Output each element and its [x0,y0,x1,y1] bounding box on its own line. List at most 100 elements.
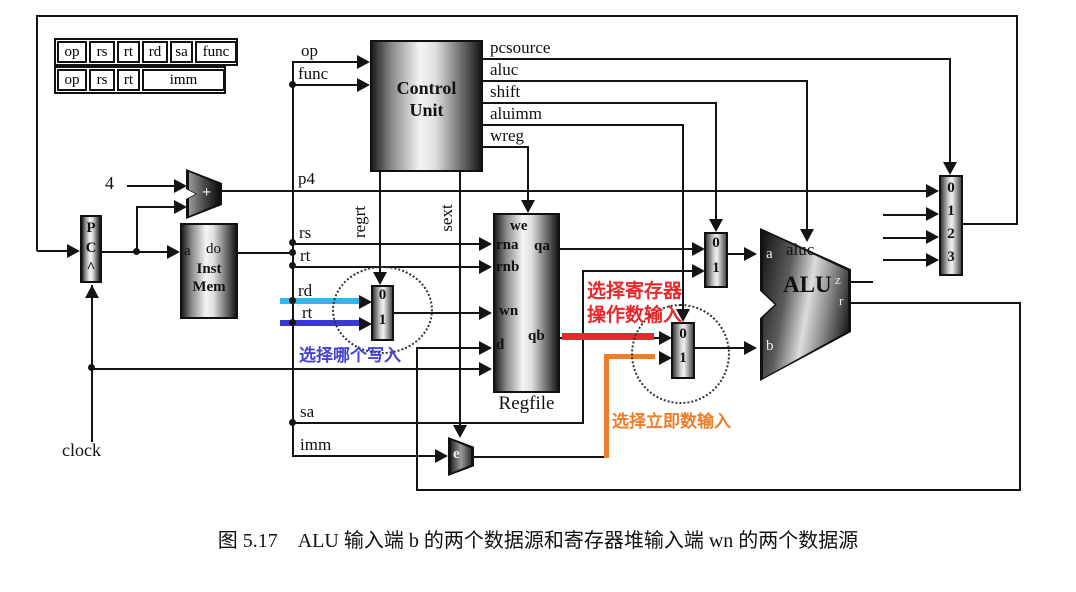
arrowhead-imm-ext [435,449,448,463]
wire-op [293,61,358,63]
arrowhead-regfile-d [479,341,492,355]
wire-func [293,84,358,86]
itype-field-imm: imm [142,69,225,91]
wire-pcsource [483,58,950,60]
wire-imm [293,455,436,457]
wire-sa-up [582,270,584,424]
arrowhead-sa-amux [692,264,705,278]
arrowhead-clock-pc [85,285,99,298]
arrowhead-pcmux-1 [926,207,939,221]
wire-pcmux-in3 [883,259,927,261]
wire-instruction-bus [292,61,294,457]
label-rs: rs [299,223,312,242]
adder-plus-sign: + [202,184,212,201]
wire-sa [293,422,584,424]
junction-rd [289,297,296,304]
arrowhead-regfile-clock [479,362,492,376]
instmem-name-line2: Mem [192,279,226,295]
arrowhead-pcmux-2 [926,230,939,244]
regfile-port-qa: qa [534,238,550,254]
arrowhead-wn [479,306,492,320]
label-op: op [301,41,318,60]
alu-port-z: z [835,272,841,287]
label-p4: p4 [298,169,315,188]
label-shift: shift [490,82,521,101]
wire-next-pc-top [37,15,1018,17]
label-rt-second: rt [302,303,313,322]
alu-a-mux-option-1: 1 [712,260,720,276]
instruction-memory [180,223,238,319]
label-rd: rd [298,281,313,300]
pc-letter-p: P [86,220,96,236]
arrowhead-func [357,78,370,92]
pc-mux-option-3: 3 [947,249,955,265]
label-aluimm: aluimm [490,104,542,123]
control-unit-name-line1: Control [396,78,457,98]
wire-pc-to-adder [137,206,175,208]
regfile-port-qb: qb [528,328,545,344]
wn-mux-highlight-circle [332,266,433,354]
junction-rt2 [289,319,296,326]
arrowhead-sext [453,425,467,438]
alu-name: ALU [783,272,832,297]
junction-rs [289,239,296,246]
wire-const4 [127,185,175,187]
instmem-name-line1: Inst [196,261,222,277]
highlight-rt-arrow [280,320,359,326]
highlight-imm-vertical [604,354,609,458]
rtype-field-rt: rt [117,41,140,63]
highlight-rd-arrow [280,298,359,304]
rtype-field-op: op [57,41,87,63]
arrowhead-pcsource [943,162,957,175]
wire-writeback-left [416,347,418,491]
wire-clock [91,285,93,442]
junction-clock [88,364,95,371]
regfile-port-wn: wn [499,303,519,319]
wire-rs [293,243,480,245]
control-unit [370,40,483,172]
arrowhead-shift [709,219,723,232]
label-pcsource: pcsource [490,38,551,57]
regfile-port-d: d [496,337,505,353]
alu-port-b: b [766,338,774,354]
junction-func [289,81,296,88]
rtype-field-rd: rd [142,41,168,63]
alu-b-mux-highlight-circle [631,304,730,404]
wire-alu-result [850,302,1021,304]
annotation-imm-input: 选择立即数输入 [612,412,731,431]
arrowhead-aluc [800,229,814,242]
control-unit-name-line2: Unit [409,100,444,120]
junction-sa [289,419,296,426]
pc-source-mux [939,175,963,276]
wire-pcmux-out [963,223,1018,225]
alu-a-select-mux [704,232,728,288]
arrowhead-pcmux-3 [926,253,939,267]
arrowhead-instmem-a [167,245,180,259]
label-rt: rt [300,246,311,265]
arrowhead-wreg [521,200,535,213]
pc-mux-option-0: 0 [947,180,955,196]
arrowhead-pcmux-0 [926,184,939,198]
rtype-field-sa: sa [170,41,193,63]
wire-next-pc-left [36,15,38,251]
wire-wreg [483,146,528,148]
regfile-port-rnb: rnb [496,259,520,275]
sign-extender [448,437,474,476]
annotation-write-select: 选择哪个写入 [299,346,401,365]
regfile-port-rna: rna [496,237,519,253]
label-wreg: wreg [490,126,524,145]
wire-alu-z-stub [850,281,873,283]
wire-pc-in [37,250,68,252]
pc-register [80,215,102,283]
alu-aluc-label: aluc [786,240,815,259]
instmem-port-a: a [184,243,191,259]
alu-port-r: r [839,293,844,308]
junction-pc-out [133,248,140,255]
rtype-field-func: func [195,41,237,63]
wire-nextpc-right-up [1016,15,1018,225]
highlight-qb-arrow [562,333,654,340]
arrowhead-pc-in [67,244,80,258]
wire-shift-drop [715,102,717,221]
wire-p4 [218,190,927,192]
